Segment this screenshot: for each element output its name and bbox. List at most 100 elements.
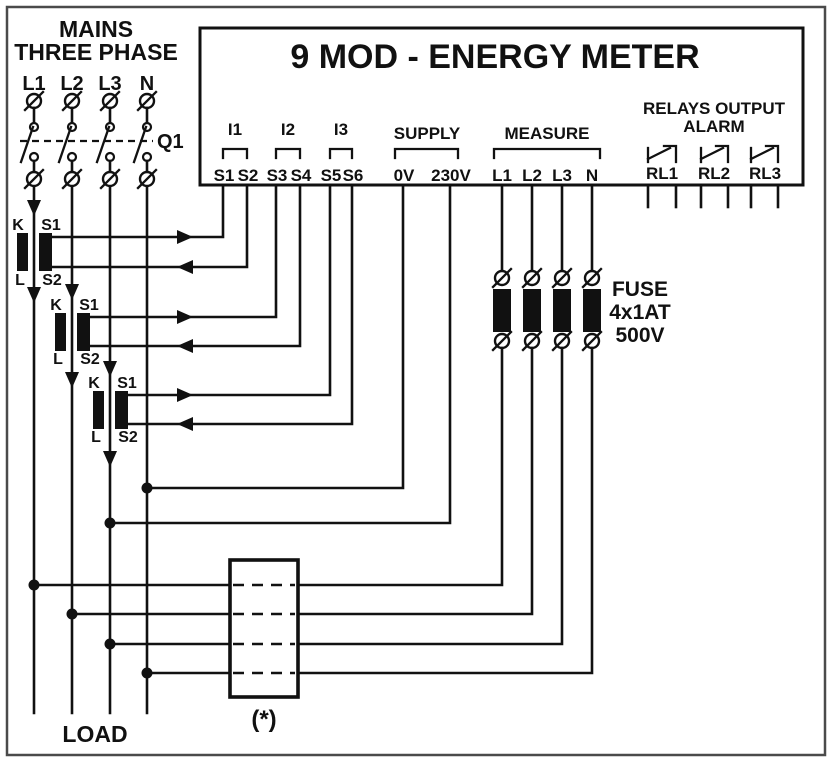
ct-s1-label: S1 (41, 217, 61, 234)
ct-s2-label: S2 (80, 351, 100, 368)
wire-ct1-s1 (50, 184, 225, 239)
contact-bracket (764, 144, 780, 164)
mains-title-line2: THREE PHASE (14, 39, 178, 65)
ct-l-label: L (15, 272, 25, 289)
meter-group-relays: RELAYS OUTPUT ALARM RL1 RL2 RL3 (643, 99, 786, 209)
relay-contact-icon-rl3 (749, 144, 780, 164)
flow-arrow-icon (65, 372, 79, 388)
terminal-label-ml3: L3 (552, 166, 572, 185)
wire-measure-l1-return (32, 346, 504, 587)
terminal-label-s5: S5 (321, 166, 342, 185)
breaker-pole-n: N (132, 73, 158, 190)
screw-terminal-slash (99, 90, 121, 112)
arrow-left-icon (177, 339, 193, 353)
terminal-label-s4: S4 (291, 166, 312, 185)
ct-primary-bar (93, 391, 104, 429)
terminal-label-0v: 0V (394, 166, 415, 185)
terminal-bracket (492, 147, 602, 160)
breaker-label: Q1 (157, 131, 184, 153)
phase-label-l2: L2 (60, 73, 83, 95)
terminal-label-s2: S2 (238, 166, 259, 185)
ct-s2-label: S2 (42, 272, 62, 289)
screw-terminal-slash (491, 267, 513, 289)
supply-wires (104, 184, 452, 529)
junction-dot (141, 482, 153, 494)
ct-secondary-bar (39, 233, 52, 271)
screw-terminal-slash (491, 330, 513, 352)
group-label-i2: I2 (281, 120, 295, 139)
screw-terminal-slash (521, 267, 543, 289)
relay-contact-icon-rl2 (699, 144, 730, 164)
wire-ct3-s1 (126, 184, 332, 397)
switch-blade (132, 125, 148, 164)
ct-primary-bar (55, 313, 66, 351)
wire-measure-n-return (145, 346, 594, 675)
terminal-label-ml2: L2 (522, 166, 542, 185)
relay-label-rl1: RL1 (646, 164, 678, 183)
junction-dot (141, 667, 153, 679)
screw-terminal-slash (61, 90, 83, 112)
screw-terminal-slash (136, 168, 158, 190)
arrow-left-icon (177, 417, 193, 431)
terminal-label-s3: S3 (267, 166, 288, 185)
relay-terminal-stubs (646, 184, 780, 209)
group-label-supply: SUPPLY (394, 124, 461, 143)
wire-supply-230v (108, 184, 452, 525)
flow-arrow-icon (27, 200, 41, 216)
terminal-bracket (328, 147, 354, 160)
ct-k-label: K (50, 297, 62, 314)
group-label-relays-line2: ALARM (683, 117, 744, 136)
ct-k-label: K (88, 375, 100, 392)
flow-arrow-icon (27, 287, 41, 303)
junction-dot (28, 579, 40, 591)
terminal-bracket (274, 147, 302, 160)
wire-ct3-s2 (126, 184, 354, 426)
fuse-label-line2: 4x1AT (609, 301, 671, 324)
contact-bracket (662, 144, 678, 164)
ct-k-label: K (12, 217, 24, 234)
switch-blade (57, 125, 73, 164)
terminal-label-s1: S1 (214, 166, 235, 185)
meter-group-measure: MEASURE L1 L2 L3 N (492, 124, 602, 185)
screw-terminal-slash (23, 168, 45, 190)
terminal-label-mn: N (586, 166, 598, 185)
phase-label-l1: L1 (22, 73, 45, 95)
arrow-right-icon (177, 310, 193, 324)
ct-s2-label: S2 (118, 429, 138, 446)
meter-group-i1: I1 S1 S2 (214, 120, 259, 185)
relay-contact-icon-rl1 (646, 144, 678, 164)
meter-title: 9 MOD - ENERGY METER (290, 38, 699, 76)
switch-blade (19, 125, 35, 164)
phase-label-n: N (140, 73, 154, 95)
arrow-right-icon (177, 230, 193, 244)
terminal-label-ml1: L1 (492, 166, 512, 185)
screw-terminal-slash (551, 267, 573, 289)
contact-blade (749, 146, 775, 161)
screw-terminal-slash (581, 267, 603, 289)
contact-blade (699, 146, 725, 161)
flow-arrows (27, 200, 117, 467)
wire-ct2-s1 (88, 184, 278, 319)
link-box-outline (228, 558, 300, 699)
load-label: LOAD (62, 721, 127, 747)
flow-arrow-icon (103, 451, 117, 467)
mains-title-line1: MAINS (59, 16, 133, 42)
fuse-body (493, 289, 511, 332)
screw-terminal-slash (99, 168, 121, 190)
energy-meter: 9 MOD - ENERGY METER I1 S1 S2 I2 S3 S4 I… (198, 26, 805, 209)
arrow-left-icon (177, 260, 193, 274)
wire-measure-l2-return (70, 346, 534, 616)
current-transformers: K S1 L S2 K S1 L S2 K S1 L S2 (12, 217, 138, 446)
junction-dot (104, 638, 116, 650)
ct2: K S1 L S2 (50, 297, 100, 368)
phase-label-l3: L3 (98, 73, 121, 95)
group-label-i1: I1 (228, 120, 242, 139)
breaker-pole-l3: L3 (95, 73, 122, 190)
ct-primary-bar (17, 233, 28, 271)
optional-link-box: (*) (228, 558, 300, 733)
relay-label-rl3: RL3 (749, 164, 781, 183)
screw-terminal-slash (23, 90, 45, 112)
fuse-body (553, 289, 571, 332)
ct-s1-label: S1 (117, 375, 137, 392)
